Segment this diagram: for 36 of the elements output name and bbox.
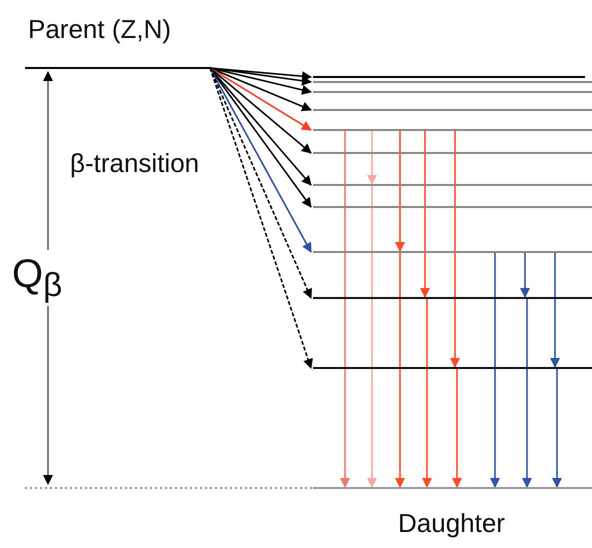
energy-level-line (313, 152, 592, 154)
arrow (450, 131, 460, 368)
arrow (395, 253, 405, 488)
arrow (395, 131, 405, 252)
arrow (452, 369, 462, 488)
arrow (340, 131, 350, 488)
level-label: Parent (Z,N) (28, 16, 172, 42)
arrow (209, 68, 312, 253)
transition-label: β-transition (70, 150, 200, 176)
energy-level-line (313, 206, 592, 208)
energy-level-line (313, 109, 592, 111)
arrow (550, 253, 560, 368)
arrow (522, 299, 532, 488)
arrow (422, 299, 432, 488)
arrow (209, 67, 312, 154)
energy-level-line (313, 297, 592, 299)
arrow (552, 369, 562, 488)
energy-level-line (313, 91, 592, 93)
energy-level-line (25, 67, 212, 69)
energy-level-line (313, 251, 592, 253)
arrow (420, 131, 430, 298)
arrow (209, 68, 313, 369)
energy-level-line (313, 487, 592, 489)
level-label: Daughter (398, 510, 505, 536)
energy-label: Q$_{β}$ (12, 250, 62, 306)
arrow (210, 67, 312, 131)
energy-level-line (313, 367, 592, 369)
arrow (367, 131, 377, 185)
energy-level-line (313, 76, 585, 78)
arrow (490, 253, 500, 488)
arrow (520, 253, 530, 298)
energy-level-line (313, 129, 592, 131)
arrow (209, 68, 312, 299)
energy-level-line (313, 81, 592, 83)
arrow (367, 186, 377, 488)
energy-level-line (313, 184, 592, 186)
